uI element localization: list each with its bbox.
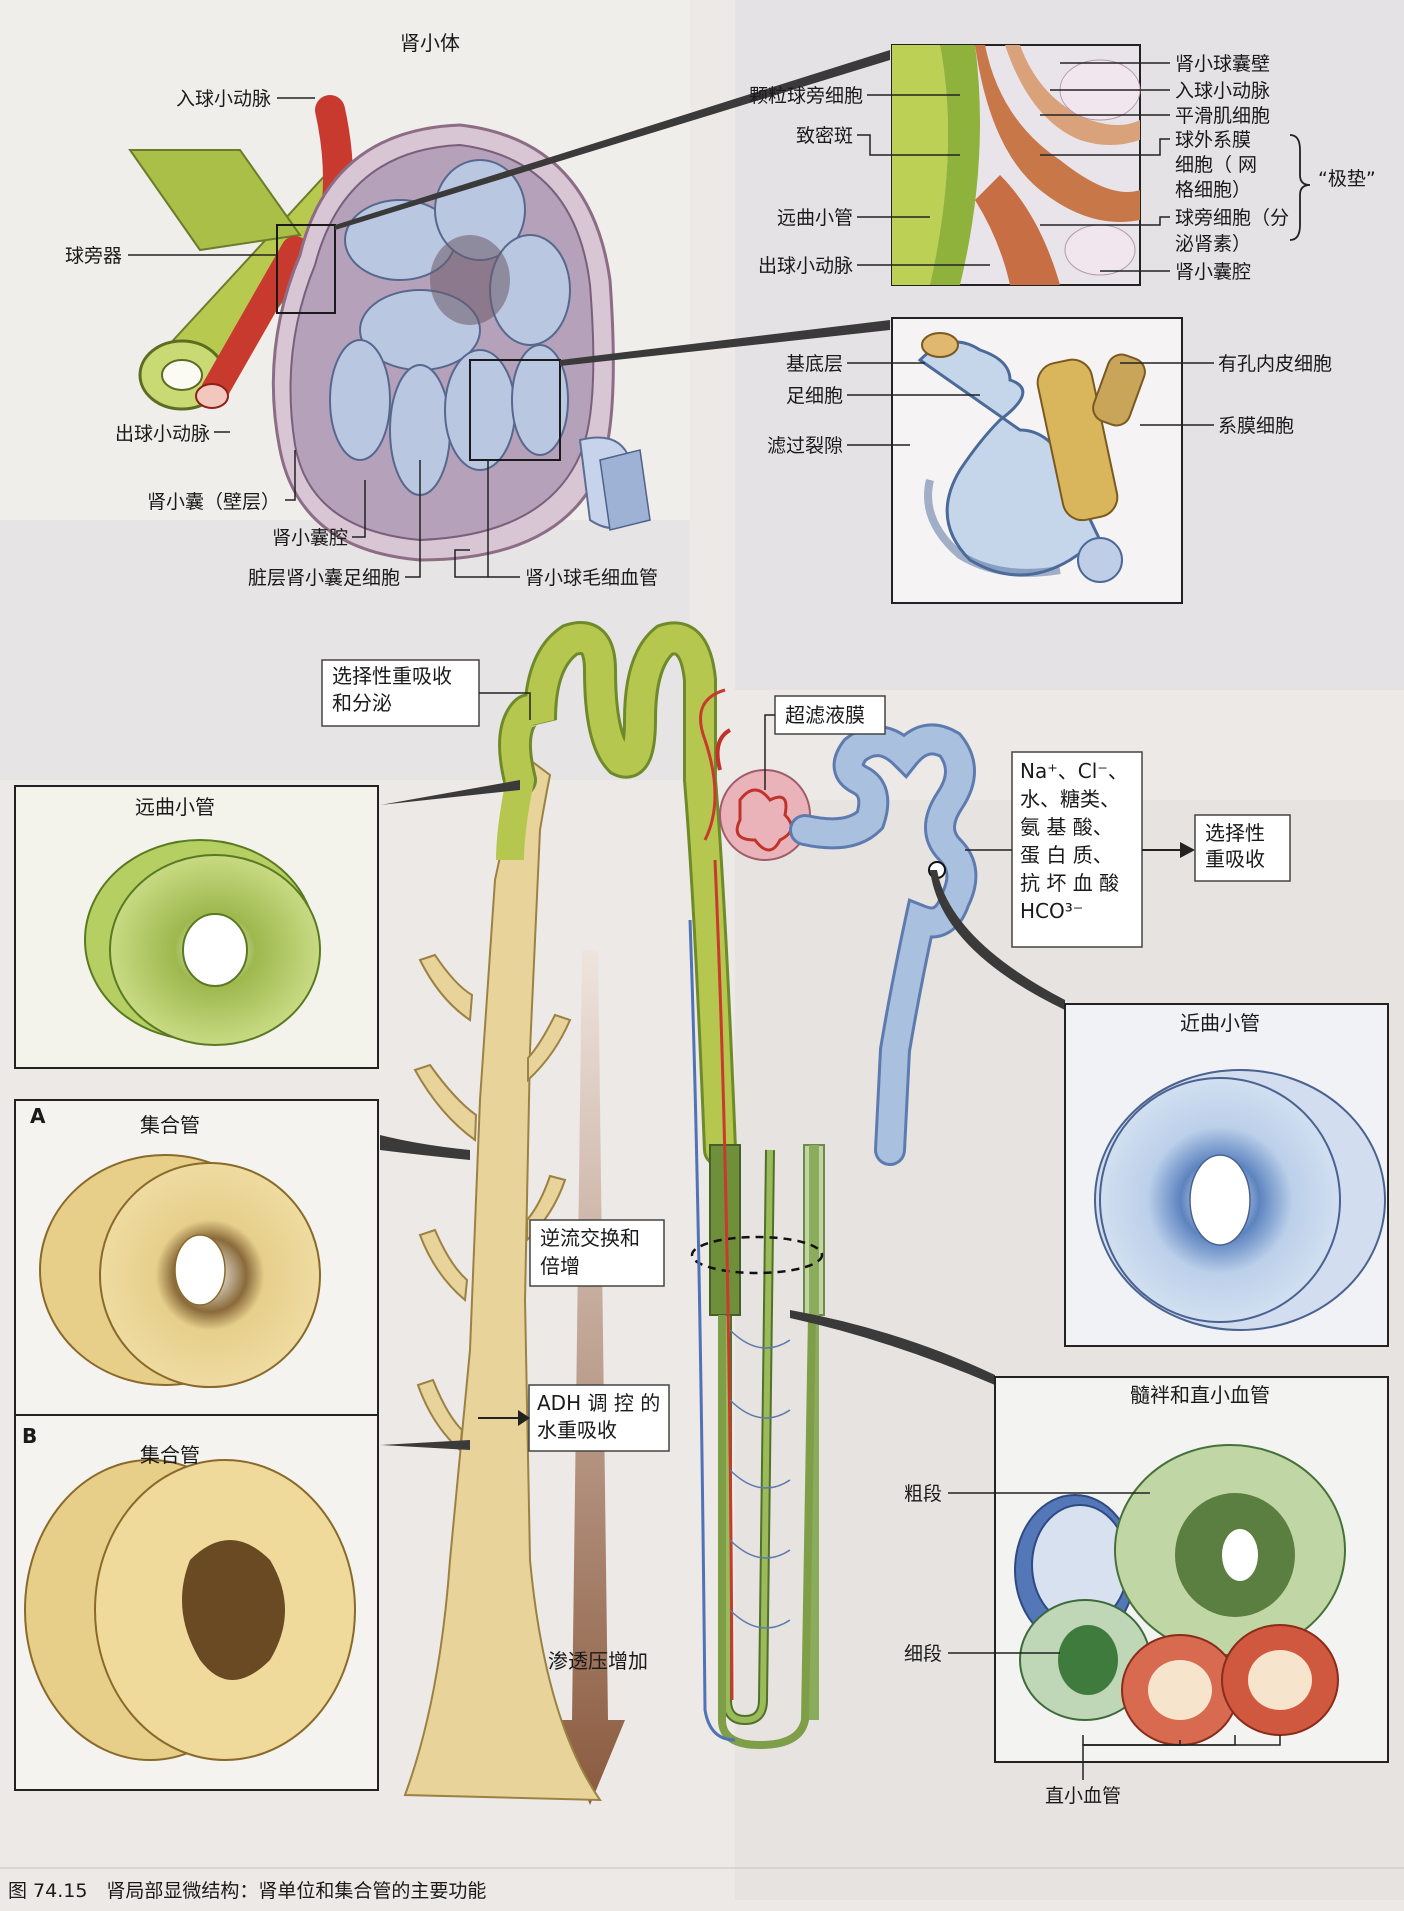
label-capsule-wall: 肾小球囊壁 xyxy=(1175,53,1270,75)
panel-cd-a-title: 集合管 xyxy=(140,1113,200,1137)
arrow-adh-head xyxy=(518,1410,530,1426)
panel-cd-b-title: 集合管 xyxy=(140,1443,200,1467)
wedge-dct xyxy=(380,780,520,805)
label-jg-cells-2: 泌肾素） xyxy=(1175,233,1251,255)
box-ultrafiltration-text: 超滤液膜 xyxy=(785,703,865,727)
label-mesangial-1: 球外系膜 xyxy=(1175,129,1251,151)
label-capsule-space-inset: 肾小囊腔 xyxy=(1175,261,1251,283)
zoom-wedge-jga xyxy=(335,50,890,230)
leader-jg-cells xyxy=(1040,216,1170,226)
corpuscle-title: 肾小体 xyxy=(400,31,460,55)
osmotic-gradient-arrow xyxy=(555,950,625,1805)
box-selective-reabsorption xyxy=(1194,814,1291,882)
leader-macula-densa xyxy=(857,134,960,156)
zoom-box-jga xyxy=(276,224,336,314)
label-visceral-podocyte: 脏层肾小囊足细胞 xyxy=(248,567,400,589)
label-mesangial-2: 细胞（ 网 xyxy=(1175,154,1257,176)
label-vasa-recta: 直小血管 xyxy=(1045,1785,1121,1807)
panel-collecting-duct-a xyxy=(14,1099,379,1429)
label-osmotic: 渗透压增加 xyxy=(548,1649,648,1673)
label-jga: 球旁器 xyxy=(65,245,122,267)
bowman-capsule-illustration xyxy=(271,123,651,562)
box-counter-line2: 倍增 xyxy=(540,1254,580,1278)
panel-loop xyxy=(994,1376,1389,1763)
label-granular: 颗粒球旁细胞 xyxy=(749,85,863,107)
label-mesangial-3: 格细胞） xyxy=(1175,179,1251,201)
box-ions xyxy=(1011,751,1143,948)
arrow-ions-head xyxy=(1180,842,1195,858)
box-ultrafiltration xyxy=(774,695,886,735)
figure-caption: 图 74.15 肾局部显微结构：肾单位和集合管的主要功能 xyxy=(8,1880,486,1902)
label-thin-segment: 细段 xyxy=(904,1643,942,1665)
ion-line-3: 蛋 白 质、 xyxy=(1020,843,1113,867)
leader-vasa-3 xyxy=(1083,1735,1281,1746)
leader-capsule-space xyxy=(352,480,366,538)
box-reabs-line2: 重吸收 xyxy=(1205,847,1265,871)
label-afferent-inset: 入球小动脉 xyxy=(1175,80,1270,102)
inset-jga xyxy=(891,44,1141,286)
label-slit: 滤过裂隙 xyxy=(767,435,843,457)
leader-visceral-podocyte xyxy=(405,460,421,578)
vasa-recta-illustration xyxy=(688,688,791,1742)
label-glomerular-capillary: 肾小球毛细血管 xyxy=(525,567,658,589)
label-capsule-parietal: 肾小囊（壁层） xyxy=(147,491,280,513)
wedge-loop xyxy=(790,1310,995,1385)
label-dct-inset: 远曲小管 xyxy=(777,207,853,229)
panel-cd-a-letter: A xyxy=(30,1104,46,1128)
wedge-cd-b xyxy=(380,1440,470,1450)
leader-mesangial xyxy=(1040,138,1170,156)
panel-pct xyxy=(1064,1003,1389,1347)
panel-dct-title: 远曲小管 xyxy=(135,795,215,819)
panel-pct-title: 近曲小管 xyxy=(1180,1011,1260,1035)
leader-ultra xyxy=(764,714,775,790)
wedge-cd-a xyxy=(380,1135,470,1160)
label-fenestrated: 有孔内皮细胞 xyxy=(1218,353,1332,375)
box-adh xyxy=(528,1384,670,1452)
box-reabs-line1: 选择性 xyxy=(1205,821,1265,845)
label-polar-cushion: “极垫” xyxy=(1318,168,1376,190)
brace-polar-cushion xyxy=(1289,134,1311,241)
label-capsule-space: 肾小囊腔 xyxy=(272,527,348,549)
ion-line-1: 水、糖类、 xyxy=(1020,787,1120,811)
ion-line-2: 氨 基 酸、 xyxy=(1020,815,1113,839)
inset-filtration xyxy=(891,317,1183,604)
panel-loop-title: 髓袢和直小血管 xyxy=(1130,1383,1270,1407)
label-smooth-muscle: 平滑肌细胞 xyxy=(1175,105,1270,127)
zoom-box-filtration xyxy=(469,359,561,461)
label-mesangial: 系膜细胞 xyxy=(1218,415,1294,437)
ion-line-5: HCO³⁻ xyxy=(1020,899,1083,923)
leader-capsule-parietal xyxy=(285,450,296,501)
label-afferent: 入球小动脉 xyxy=(176,88,271,110)
box-selective-line2: 和分泌 xyxy=(332,691,392,715)
box-selective-line1: 选择性重吸收 xyxy=(332,664,452,688)
label-efferent-inset: 出球小动脉 xyxy=(758,255,853,277)
panel-dct xyxy=(14,785,379,1069)
leader-selective xyxy=(479,692,531,720)
label-efferent: 出球小动脉 xyxy=(115,423,210,445)
box-adh-line1: ADH 调 控 的 xyxy=(537,1391,660,1415)
wedge-pct xyxy=(930,870,1065,1010)
label-jg-cells-1: 球旁细胞（分 xyxy=(1175,207,1289,229)
label-podocyte: 足细胞 xyxy=(786,385,843,407)
label-macula-densa: 致密斑 xyxy=(796,125,853,147)
panel-collecting-duct-b xyxy=(14,1414,379,1791)
ion-line-4: 抗 坏 血 酸 xyxy=(1020,871,1119,895)
label-thick-segment: 粗段 xyxy=(904,1483,942,1505)
zoom-wedge-filtration xyxy=(560,320,890,366)
box-counter-line1: 逆流交换和 xyxy=(540,1226,640,1250)
ion-line-0: Na⁺、Cl⁻、 xyxy=(1020,759,1128,783)
small-glomerulus-illustration xyxy=(715,728,811,861)
label-basement: 基底层 xyxy=(786,353,843,375)
box-adh-line2: 水重吸收 xyxy=(537,1418,617,1442)
box-countercurrent xyxy=(529,1219,665,1287)
panel-cd-b-letter: B xyxy=(22,1424,37,1448)
